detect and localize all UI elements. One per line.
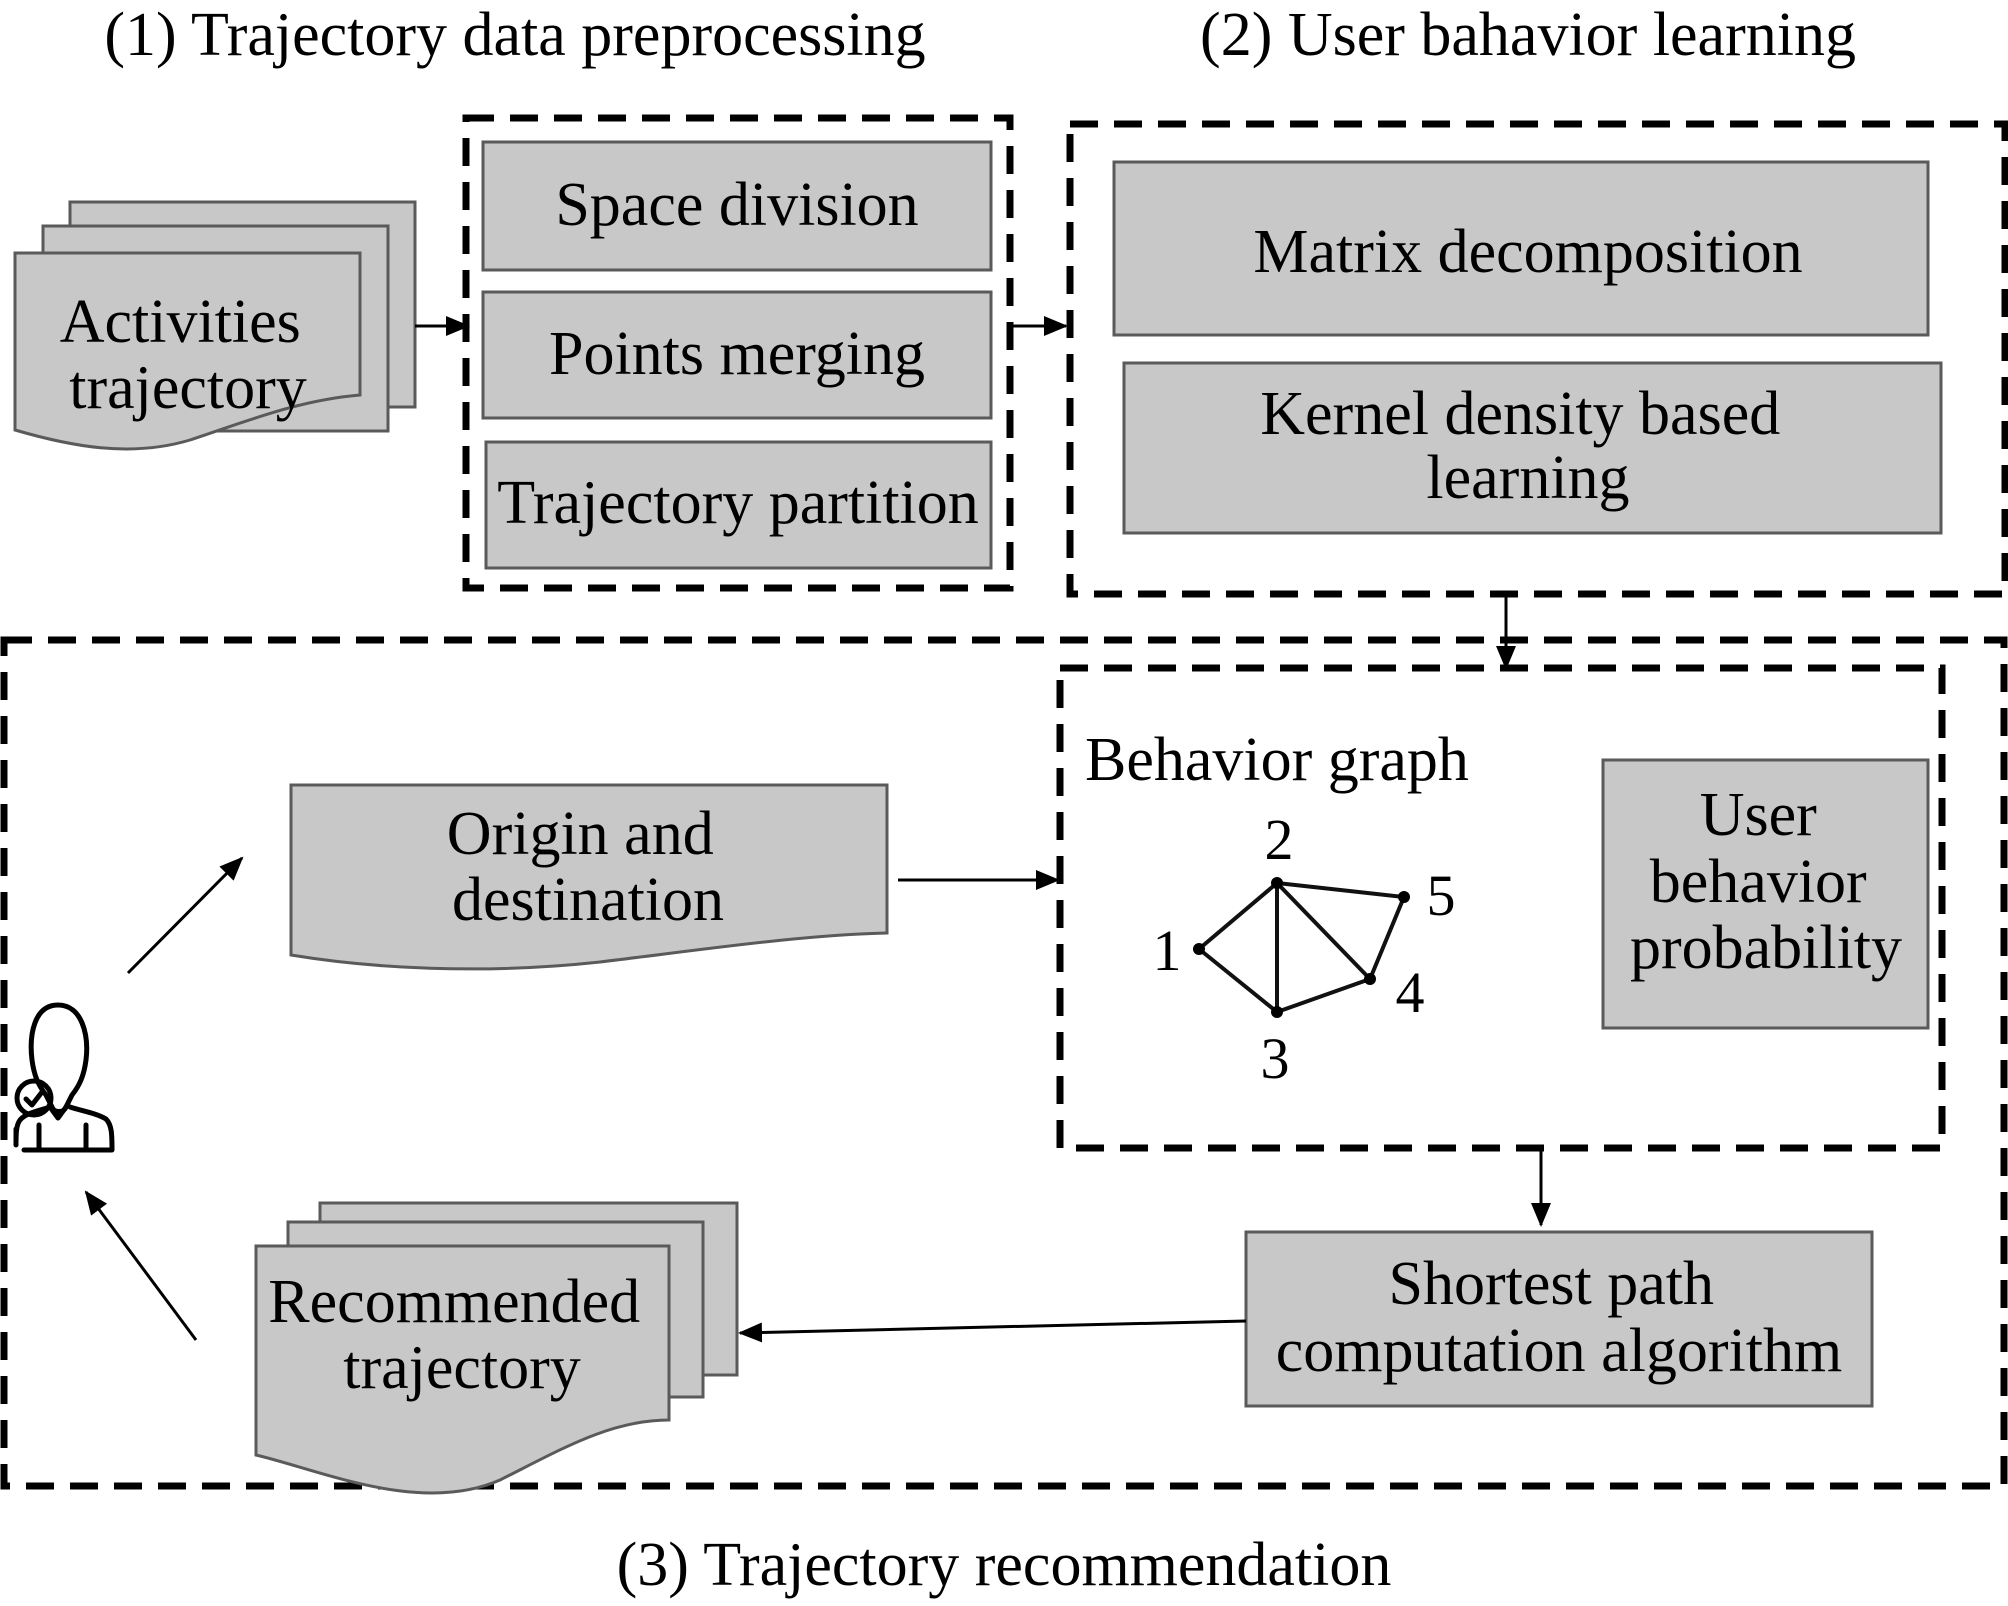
- user-behavior-probability-box: User behavior probability: [1601, 758, 1930, 1030]
- learning-container: [1066, 120, 2008, 598]
- user-behavior-probability-label: User behavior probability: [1630, 781, 1902, 982]
- section-title-recommendation: (3) Trajectory recommendation: [617, 1531, 1392, 1599]
- graph-edge-2-4: [1275, 881, 1372, 981]
- preprocessing-step-trajectory-partition: Trajectory partition: [484, 440, 993, 570]
- graph-edge-1-2: [1197, 881, 1279, 951]
- graph-edge-3-4: [1276, 977, 1371, 1014]
- learning-step-kernel-density: Kernel density based learning: [1122, 361, 1943, 535]
- graph-edge-1-3: [1197, 947, 1279, 1014]
- recommended-trajectory-label: Recommended trajectory: [268, 1268, 655, 1402]
- shortest-path-algorithm-box: Shortest path computation algorithm: [1244, 1230, 1874, 1408]
- graph-node-4: [1364, 973, 1376, 985]
- trajectory-partition-label: Trajectory partition: [497, 469, 979, 537]
- graph-node-3: [1271, 1006, 1283, 1018]
- shortest-path-label: Shortest path computation algorithm: [1276, 1250, 1843, 1385]
- graph-node-1: [1193, 943, 1205, 955]
- graph-edge-4-5: [1368, 896, 1406, 980]
- graph-node-label-4: 4: [1396, 960, 1425, 1025]
- shortest-path-line-1: Shortest path: [1389, 1250, 1714, 1318]
- kernel-density-line-2: learning: [1426, 444, 1629, 512]
- activities-trajectory-line-1: Activities: [60, 288, 301, 356]
- points-merging-label: Points merging: [549, 320, 925, 388]
- doc-sheet-front: [13, 251, 362, 451]
- activities-trajectory-label: Activities trajectory: [60, 288, 317, 422]
- graph-node-label-1: 1: [1153, 918, 1182, 983]
- recommended-trajectory-line-1: Recommended: [268, 1268, 640, 1336]
- origin-destination-line-2: destination: [452, 866, 724, 934]
- preprocessing-step-space-division: Space division: [481, 140, 993, 272]
- graph-node-label-2: 2: [1265, 807, 1294, 872]
- probability-line-2: behavior: [1650, 848, 1867, 916]
- arrow-user-to-od: [126, 856, 244, 975]
- section-title-learning: (2) User bahavior learning: [1200, 1, 1856, 69]
- behavior-graph: 1 2 3 4 5: [1153, 807, 1456, 1091]
- arrow-shortest-path-to-output: [738, 1319, 1247, 1343]
- recommendation-container: [0, 636, 2008, 1490]
- graph-node-5: [1398, 891, 1410, 903]
- doc-sheet-front: [254, 1244, 671, 1495]
- origin-destination-line-1: Origin and: [447, 800, 714, 868]
- recommended-trajectory-line-2: trajectory: [343, 1334, 581, 1402]
- probability-line-3: probability: [1630, 914, 1902, 982]
- kernel-density-label: Kernel density based learning: [1260, 380, 1795, 512]
- section-title-preprocessing: (1) Trajectory data preprocessing: [104, 1, 925, 69]
- behavior-graph-container: [1056, 664, 1946, 1152]
- preprocessing-container: [462, 114, 1014, 592]
- arrow-output-to-user: [84, 1190, 198, 1341]
- graph-edge-2-5: [1276, 881, 1405, 899]
- user-check-icon: [13, 1002, 115, 1153]
- activities-trajectory-line-2: trajectory: [69, 354, 307, 422]
- origin-destination-label: Origin and destination: [447, 800, 729, 934]
- activities-trajectory-document-stack: Activities trajectory: [13, 200, 417, 451]
- graph-node-label-3: 3: [1261, 1026, 1290, 1091]
- probability-line-1: User: [1700, 781, 1817, 849]
- kernel-density-line-1: Kernel density based: [1260, 380, 1780, 448]
- behavior-graph-title: Behavior graph: [1085, 726, 1469, 794]
- learning-step-matrix-decomposition: Matrix decomposition: [1112, 160, 1930, 337]
- space-division-label: Space division: [555, 171, 918, 239]
- origin-destination-document: Origin and destination: [289, 783, 889, 971]
- preprocessing-step-points-merging: Points merging: [481, 290, 993, 420]
- graph-node-2: [1271, 877, 1283, 889]
- graph-node-label-5: 5: [1427, 863, 1456, 928]
- recommended-trajectory-document-stack: Recommended trajectory: [254, 1201, 739, 1495]
- matrix-decomposition-label: Matrix decomposition: [1253, 218, 1802, 286]
- shortest-path-line-2: computation algorithm: [1276, 1317, 1843, 1385]
